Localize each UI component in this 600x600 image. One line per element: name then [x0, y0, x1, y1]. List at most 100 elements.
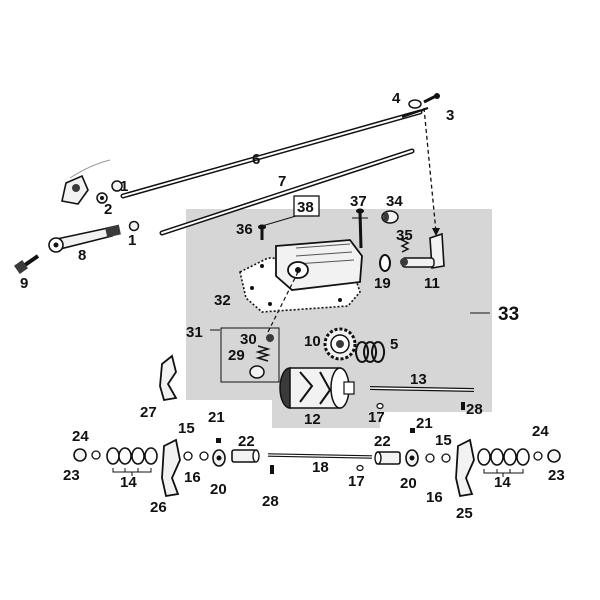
washer-icon: [199, 451, 209, 461]
callout-23b: 23: [548, 467, 565, 484]
callout-34: 34: [386, 193, 403, 210]
shifter-lever: [400, 232, 445, 269]
callout-32: 32: [214, 292, 231, 309]
callout-24a: 24: [72, 428, 89, 445]
spacer-22-right: [374, 451, 401, 465]
bolt-icon: [358, 211, 363, 249]
callout-20a: 20: [210, 481, 227, 498]
callout-8: 8: [78, 247, 86, 264]
bushing-34: [381, 210, 399, 224]
callout-11: 11: [424, 275, 440, 292]
callout-29: 29: [228, 347, 245, 364]
callout-14a: 14: [120, 474, 137, 491]
washer-icon: [503, 448, 517, 466]
pin-28: [270, 465, 274, 474]
washer-icon: [131, 447, 145, 465]
pin-28: [461, 402, 465, 410]
washer-icon: [533, 451, 543, 461]
small-screw-3: [423, 93, 440, 104]
callout-27: 27: [140, 404, 157, 421]
bolt-9: [14, 254, 40, 274]
pin-21: [216, 438, 221, 443]
callout-28b: 28: [262, 493, 279, 510]
washer-icon: [379, 254, 391, 272]
nut-icon: [547, 449, 561, 463]
nut-icon: [73, 448, 87, 462]
rod-end-link: [48, 224, 121, 253]
washer-icon: [106, 447, 120, 465]
shift-rod-upper: [120, 107, 429, 199]
washer-icon: [516, 448, 530, 466]
spacer-22-left: [231, 449, 260, 463]
callout-30: 30: [240, 331, 257, 348]
callout-15a: 15: [178, 420, 195, 437]
washer-icon: [91, 450, 101, 460]
callout-25: 25: [456, 505, 473, 522]
callout-7: 7: [278, 173, 286, 190]
pin-21: [410, 428, 415, 433]
lever-small: [61, 159, 111, 205]
fork-shaft-18: [267, 453, 373, 459]
nut-icon: [111, 180, 123, 192]
plug-icon: [249, 365, 265, 379]
callout-28a: 28: [466, 401, 483, 418]
callout-16b: 16: [426, 489, 443, 506]
transmission-cover: [239, 239, 363, 313]
fork-icon: [159, 354, 178, 402]
washer-icon: [376, 402, 384, 410]
boxed-callout-38-frame: [293, 195, 320, 217]
washer-icon: [441, 453, 451, 463]
callout-37: 37: [350, 193, 367, 210]
callout-38: 38: [297, 199, 314, 216]
callout-17a: 17: [368, 409, 385, 426]
callout-18: 18: [312, 459, 329, 476]
washer-icon: [144, 447, 158, 465]
washer-icon: [183, 451, 193, 461]
callout-13: 13: [410, 371, 427, 388]
callout-23a: 23: [63, 467, 80, 484]
detail-box-31: [220, 327, 280, 383]
bolt-icon: [423, 94, 437, 104]
shifter-drum: [279, 367, 355, 409]
washer-icon: [477, 448, 491, 466]
callout-26: 26: [150, 499, 167, 516]
callout-16a: 16: [184, 469, 201, 486]
callout-24b: 24: [532, 423, 549, 440]
spring-icon: [400, 236, 410, 253]
washer-icon: [408, 99, 422, 109]
ball-30: [266, 334, 274, 342]
callout-9: 9: [20, 275, 28, 292]
callout-labels: 1 2 1 3 4 5 6 7 8 9 10 11 12 13 14 14 15…: [20, 90, 565, 522]
callout-12: 12: [304, 411, 321, 428]
callout-2: 2: [104, 201, 112, 218]
spring-icon: [355, 341, 386, 363]
nut-icon: [128, 220, 140, 232]
callout-31: 31: [186, 324, 203, 341]
callout-17b: 17: [348, 473, 365, 490]
callout-1a: 1: [120, 178, 128, 195]
callout-21b: 21: [416, 415, 433, 432]
washer-icon: [425, 453, 435, 463]
callout-33: 33: [498, 304, 519, 325]
washer-icon: [490, 448, 504, 466]
shift-shaft-13: [369, 386, 475, 392]
washer-icon: [118, 447, 132, 465]
washer-icon: [356, 464, 364, 472]
fork-icon: [455, 438, 475, 498]
callout-4: 4: [392, 90, 401, 107]
callout-10: 10: [304, 333, 321, 350]
callout-15b: 15: [435, 432, 452, 449]
fork-icon: [161, 438, 181, 498]
leader-lines: [210, 215, 490, 331]
callout-6: 6: [252, 151, 260, 168]
callout-21a: 21: [208, 409, 225, 426]
callout-19: 19: [374, 275, 391, 292]
spring-icon: [255, 345, 271, 362]
callout-36: 36: [236, 221, 253, 238]
callout-35: 35: [396, 227, 413, 244]
gear-10: [323, 327, 357, 361]
callout-22a: 22: [238, 433, 255, 450]
shift-rod-lower: [159, 148, 415, 236]
callout-1b: 1: [128, 232, 136, 249]
